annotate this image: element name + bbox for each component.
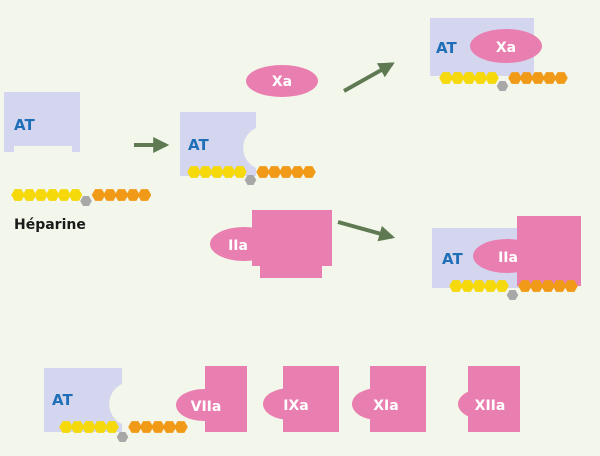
xa-label: Xa — [496, 40, 516, 56]
bound-heparin-chain — [187, 166, 316, 185]
orange-saccharide-bead — [508, 72, 522, 84]
orange-saccharide-bead — [137, 189, 152, 201]
orange-saccharide-bead — [256, 166, 270, 178]
at-label: AT — [442, 250, 463, 268]
yellow-saccharide-bead — [198, 166, 213, 178]
pentasaccharide-link-bead — [496, 81, 509, 91]
orange-saccharide-bead — [302, 166, 316, 178]
at-label: AT — [436, 39, 457, 57]
factor-ixa: IXa — [263, 366, 339, 432]
yellow-saccharide-bead — [22, 189, 37, 201]
yellow-saccharide-bead — [449, 280, 463, 292]
orange-saccharide-bead — [162, 421, 177, 433]
orange-saccharide-bead — [128, 421, 142, 433]
yellow-saccharide-bead — [221, 166, 236, 178]
orange-saccharide-bead — [290, 166, 305, 178]
complex-xa-heparin-chain — [439, 72, 568, 91]
yellow-saccharide-bead — [68, 189, 83, 201]
yellow-saccharide-bead — [460, 280, 475, 292]
yellow-saccharide-bead — [439, 72, 453, 84]
orange-saccharide-bead — [126, 189, 140, 201]
orange-saccharide-bead — [542, 72, 557, 84]
bottom-heparin-chain — [59, 421, 188, 442]
orange-saccharide-bead — [519, 72, 534, 84]
orange-saccharide-bead — [267, 166, 282, 178]
bottom-antithrombin: AT — [44, 368, 122, 432]
yellow-saccharide-bead — [187, 166, 201, 178]
arrow-xa — [343, 62, 395, 93]
orange-saccharide-bead — [529, 280, 544, 292]
yellow-saccharide-bead — [472, 280, 486, 292]
heparin-label: Héparine — [14, 217, 86, 233]
yellow-saccharide-bead — [450, 72, 465, 84]
pentasaccharide-link-bead — [244, 175, 257, 185]
yellow-saccharide-bead — [210, 166, 224, 178]
orange-saccharide-bead — [552, 280, 567, 292]
arrow-iia — [337, 220, 396, 242]
complex-iia-heparin-chain — [449, 280, 578, 300]
pentasaccharide-link-bead — [506, 290, 519, 300]
yellow-saccharide-bead — [59, 421, 73, 433]
orange-saccharide-bead — [518, 280, 532, 292]
at-label: AT — [52, 391, 73, 409]
ixa-label: IXa — [283, 398, 308, 414]
factor-iia: IIa — [210, 210, 332, 278]
free-heparin-chain — [11, 189, 152, 206]
yellow-saccharide-bead — [485, 72, 499, 84]
xia-label: XIa — [373, 398, 398, 414]
factor-xa: Xa — [246, 65, 318, 97]
orange-saccharide-bead — [541, 280, 555, 292]
yellow-saccharide-bead — [483, 280, 498, 292]
yellow-saccharide-bead — [473, 72, 488, 84]
yellow-saccharide-bead — [57, 189, 71, 201]
orange-saccharide-bead — [554, 72, 568, 84]
xiia-label: XIIa — [475, 398, 506, 414]
free-antithrombin: AT — [4, 92, 80, 152]
orange-saccharide-bead — [114, 189, 129, 201]
yellow-saccharide-bead — [11, 189, 25, 201]
orange-saccharide-bead — [91, 189, 106, 201]
yellow-saccharide-bead — [70, 421, 85, 433]
yellow-saccharide-bead — [34, 189, 48, 201]
orange-saccharide-bead — [174, 421, 188, 433]
at-iia-complex: AT IIa — [432, 216, 581, 288]
at-label: AT — [14, 116, 35, 134]
yellow-saccharide-bead — [93, 421, 108, 433]
factor-viia: VIIa — [176, 366, 247, 432]
iia-label: IIa — [228, 238, 248, 254]
yellow-saccharide-bead — [82, 421, 96, 433]
orange-saccharide-bead — [279, 166, 293, 178]
iia-label: IIa — [498, 250, 518, 266]
at-xa-complex: AT Xa — [430, 18, 542, 76]
yellow-saccharide-bead — [233, 166, 247, 178]
orange-saccharide-bead — [151, 421, 165, 433]
pentasaccharide-link-bead — [116, 432, 129, 442]
yellow-saccharide-bead — [495, 280, 509, 292]
orange-saccharide-bead — [564, 280, 578, 292]
pentasaccharide-link-bead — [80, 196, 92, 206]
viia-label: VIIa — [191, 399, 222, 415]
factor-xia: XIa — [352, 366, 426, 432]
orange-saccharide-bead — [139, 421, 154, 433]
at-label: AT — [188, 136, 209, 154]
yellow-saccharide-bead — [45, 189, 60, 201]
factor-xiia: XIIa — [458, 366, 520, 432]
yellow-saccharide-bead — [462, 72, 476, 84]
orange-saccharide-bead — [531, 72, 545, 84]
xa-label: Xa — [272, 74, 292, 90]
yellow-saccharide-bead — [105, 421, 119, 433]
orange-saccharide-bead — [103, 189, 117, 201]
bound-antithrombin: AT — [180, 112, 256, 176]
